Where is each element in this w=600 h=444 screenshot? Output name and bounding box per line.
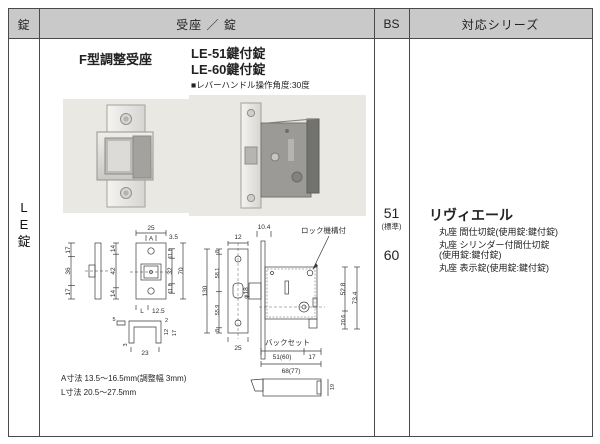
header-series: 対応シリーズ <box>461 17 540 32</box>
strike-photo-image <box>96 104 154 208</box>
svg-text:36: 36 <box>65 267 72 275</box>
lever-angle-note: ■レバーハンドル操作角度:30度 <box>191 80 310 90</box>
svg-text:55.9: 55.9 <box>215 305 221 316</box>
strike-technical-drawing: 17 36 17 14 42 14 <box>65 225 186 357</box>
svg-text:12: 12 <box>234 234 242 241</box>
svg-text:42: 42 <box>110 267 117 275</box>
col-divider-2 <box>374 9 375 436</box>
note-a-dimension: A寸法 13.5〜16.5mm(調整幅 3mm) <box>61 374 187 383</box>
bs-standard-note: (標準) <box>381 222 402 231</box>
table-body-row: L E 錠 F型調整受座 LE-51鍵付錠 LE-60鍵付錠 ■レバーハンドル操… <box>9 39 592 435</box>
series-item: 丸座 間仕切錠(使用錠:鍵付錠) <box>439 227 558 237</box>
svg-text:12.5: 12.5 <box>152 308 165 315</box>
row-label-char: L <box>20 200 28 215</box>
svg-text:23: 23 <box>141 350 149 357</box>
svg-text:3.5: 3.5 <box>169 234 178 241</box>
svg-text:17: 17 <box>308 354 316 361</box>
svg-text:20.6: 20.6 <box>341 315 347 326</box>
table-header-row: 錠 受座 ／ 錠 BS 対応シリーズ <box>9 9 592 39</box>
lock-photo-image <box>240 102 320 209</box>
svg-text:58.1: 58.1 <box>215 268 221 279</box>
svg-text:51(60): 51(60) <box>273 354 292 361</box>
svg-text:25: 25 <box>147 225 155 232</box>
svg-text:14: 14 <box>110 245 117 253</box>
svg-text:130: 130 <box>202 285 209 296</box>
series-item: 丸座 表示錠(使用錠:鍵付錠) <box>439 263 549 273</box>
svg-text:10.4: 10.4 <box>258 224 271 231</box>
svg-text:11.8: 11.8 <box>168 248 174 258</box>
bs-value-51: 51 <box>383 205 400 221</box>
content-cell: F型調整受座 LE-51鍵付錠 LE-60鍵付錠 ■レバーハンドル操作角度:30… <box>39 39 374 435</box>
series-cell: リヴィエール 丸座 間仕切錠(使用錠:鍵付錠) 丸座 シリンダー付間仕切錠 (使… <box>409 39 592 435</box>
series-item: 丸座 シリンダー付間仕切錠 <box>439 240 550 250</box>
lock-title-1: LE-51鍵付錠 <box>191 46 266 61</box>
header-strike-lock: 受座 ／ 錠 <box>176 17 237 32</box>
lock-technical-drawing: 12 130 8 58.1 55.9 8 25 <box>202 224 360 397</box>
series-name: リヴィエール <box>429 207 513 223</box>
strike-title: F型調整受座 <box>79 52 152 67</box>
svg-text:2: 2 <box>165 318 168 324</box>
svg-text:17: 17 <box>65 288 72 296</box>
svg-text:70: 70 <box>178 267 185 275</box>
spec-table: 錠 受座 ／ 錠 BS 対応シリーズ L E 錠 F型調整受座 LE-51鍵付錠… <box>8 8 593 437</box>
series-item: (使用錠:鍵付錠) <box>439 250 502 260</box>
svg-text:19: 19 <box>330 384 336 390</box>
note-l-dimension: L寸法 20.5〜27.5mm <box>61 388 137 397</box>
header-lock: 錠 <box>17 17 31 32</box>
row-label-char: E <box>19 217 29 232</box>
svg-text:68(77): 68(77) <box>282 368 301 375</box>
svg-text:12: 12 <box>164 329 170 335</box>
col-divider-3 <box>409 9 410 436</box>
svg-text:8: 8 <box>215 250 221 253</box>
svg-text:17: 17 <box>172 330 178 336</box>
svg-text:A: A <box>149 236 154 243</box>
svg-text:73.4: 73.4 <box>352 291 359 304</box>
svg-text:17: 17 <box>65 246 72 254</box>
header-bs: BS <box>383 17 400 31</box>
strike-photo <box>63 99 189 213</box>
svg-text:8: 8 <box>215 329 221 332</box>
row-label-char: 錠 <box>17 234 31 249</box>
bs-cell: 51 (標準) 60 <box>374 39 409 435</box>
lock-photo <box>189 95 366 216</box>
svg-text:バックセット: バックセット <box>265 338 310 347</box>
svg-text:L: L <box>140 308 144 315</box>
svg-text:11.8: 11.8 <box>168 283 174 293</box>
col-divider-1 <box>39 9 40 436</box>
svg-text:32: 32 <box>167 267 174 275</box>
svg-text:52.8: 52.8 <box>340 282 347 295</box>
svg-text:25: 25 <box>234 345 242 352</box>
svg-text:5: 5 <box>112 317 115 323</box>
svg-text:φ18: φ18 <box>243 287 250 299</box>
bs-value-60: 60 <box>383 247 400 263</box>
svg-text:ロック機構付: ロック機構付 <box>301 225 346 235</box>
row-label-le: L E 錠 <box>9 199 39 250</box>
svg-text:3: 3 <box>123 343 129 346</box>
lock-title-2: LE-60鍵付錠 <box>191 62 266 77</box>
svg-text:14: 14 <box>110 290 117 298</box>
